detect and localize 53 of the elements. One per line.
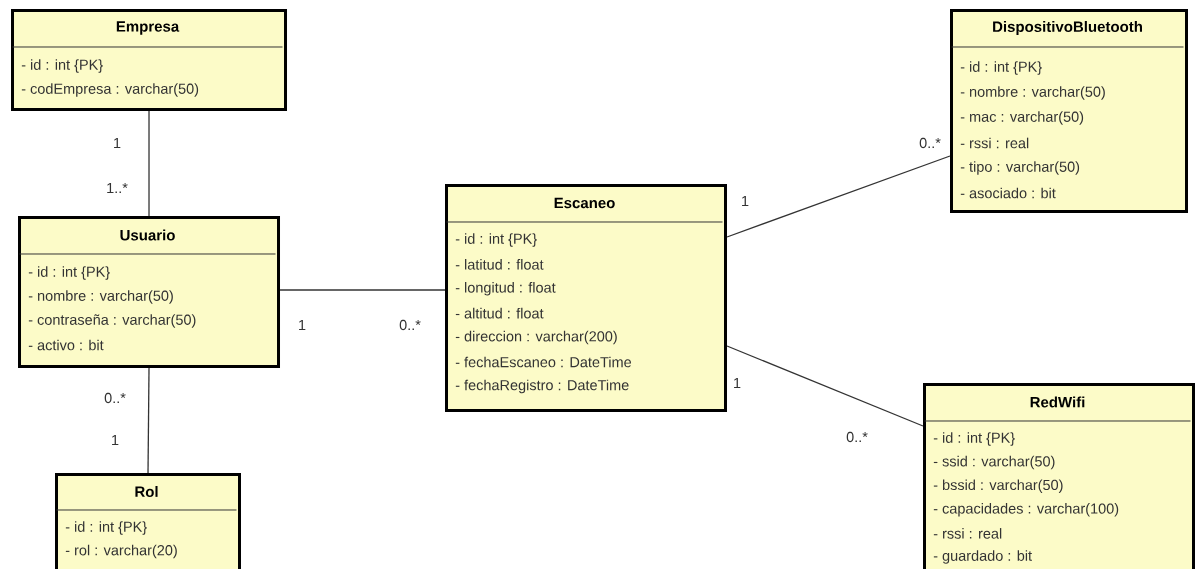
attribute: - longitud : float (455, 282, 556, 296)
multiplicity-label: 0..* (846, 431, 868, 443)
class-box (55, 473, 241, 569)
attribute: - id : int {PK} (28, 266, 110, 280)
attribute: - nombre : varchar(50) (960, 86, 1105, 100)
multiplicity-label: 1 (742, 196, 749, 206)
attribute: - capacidades : varchar(100) (933, 503, 1119, 517)
class-name: Usuario (120, 229, 175, 241)
attribute: - id : int {PK} (65, 521, 147, 535)
attribute: - contraseña : varchar(50) (28, 314, 196, 328)
attribute: - rssi : real (960, 137, 1029, 149)
attribute: - id : int {PK} (21, 59, 103, 73)
attribute: - fechaEscaneo : DateTime (455, 356, 632, 368)
attribute: - rol : varchar(20) (65, 544, 177, 559)
class-box (11, 9, 287, 111)
multiplicity-label: 0..* (104, 392, 126, 404)
attribute: - asociado : bit (960, 187, 1056, 199)
attribute: - activo : bit (28, 339, 104, 351)
class-name: DispositivoBluetooth (993, 21, 1142, 35)
attribute: - id : int {PK} (960, 61, 1042, 75)
multiplicity-label: 0..* (399, 319, 421, 331)
class-name: Escaneo (554, 197, 615, 209)
attribute: - bssid : varchar(50) (933, 479, 1063, 493)
association-line (726, 155, 951, 238)
attribute: - direccion : varchar(200) (455, 330, 617, 345)
attribute: - altitud : float (455, 307, 544, 319)
association-line (279, 289, 446, 291)
attribute: - ssid : varchar(50) (933, 455, 1055, 470)
attribute: - rssi : real (933, 528, 1002, 539)
class-box (18, 216, 280, 368)
attribute: - codEmpresa : varchar(50) (21, 83, 199, 97)
class-name: RedWifi (1030, 396, 1085, 408)
attribute: - nombre : varchar(50) (28, 290, 173, 304)
multiplicity-label: 1..* (107, 183, 128, 193)
attribute: - latitud : float (455, 259, 544, 270)
class-box (445, 184, 727, 412)
multiplicity-label: 1 (299, 320, 306, 330)
attribute: - fechaRegistro : DateTime (455, 379, 629, 394)
association-line (147, 367, 150, 474)
class-name: Rol (135, 486, 158, 497)
multiplicity-label: 0..* (919, 137, 941, 149)
association-line (726, 345, 924, 427)
class-name: Empresa (116, 21, 180, 35)
association-line (148, 110, 150, 217)
class-box (923, 383, 1195, 569)
attribute: - id : int {PK} (933, 432, 1015, 446)
attribute: - id : int {PK} (455, 233, 537, 247)
attribute: - mac : varchar(50) (960, 111, 1084, 125)
attribute: - guardado : bit (933, 550, 1032, 564)
multiplicity-label: 1 (114, 138, 121, 148)
attribute: - tipo : varchar(50) (960, 161, 1080, 175)
class-box (950, 9, 1188, 213)
multiplicity-label: 1 (112, 435, 119, 445)
